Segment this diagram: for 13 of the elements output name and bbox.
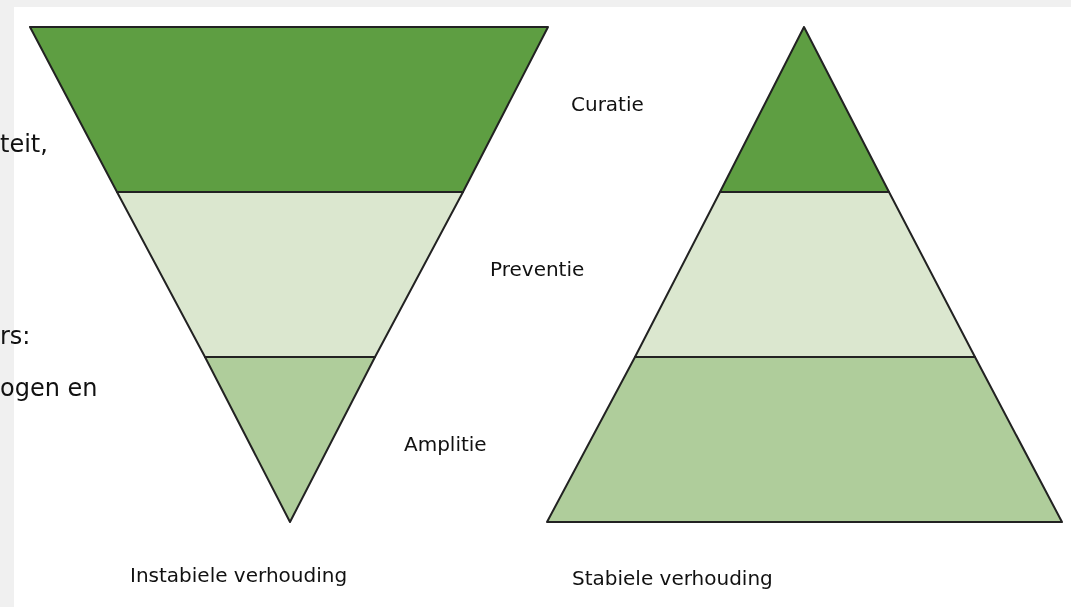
triangle-segment	[204, 356, 376, 523]
pyramid-band	[634, 191, 976, 358]
level-label: Preventie	[490, 257, 585, 281]
level-label: Curatie	[571, 92, 644, 116]
caption: Instabiele verhouding	[130, 563, 348, 587]
triangle-segment	[719, 26, 890, 193]
cut-off-text: ogen en	[0, 374, 98, 402]
level-label: Amplitie	[404, 432, 487, 456]
caption: Stabiele verhouding	[572, 566, 773, 590]
pyramid-band	[116, 191, 464, 358]
cut-off-text: rs:	[0, 322, 31, 350]
cut-off-text: teit,	[0, 130, 48, 158]
pyramid-band	[546, 356, 1063, 523]
